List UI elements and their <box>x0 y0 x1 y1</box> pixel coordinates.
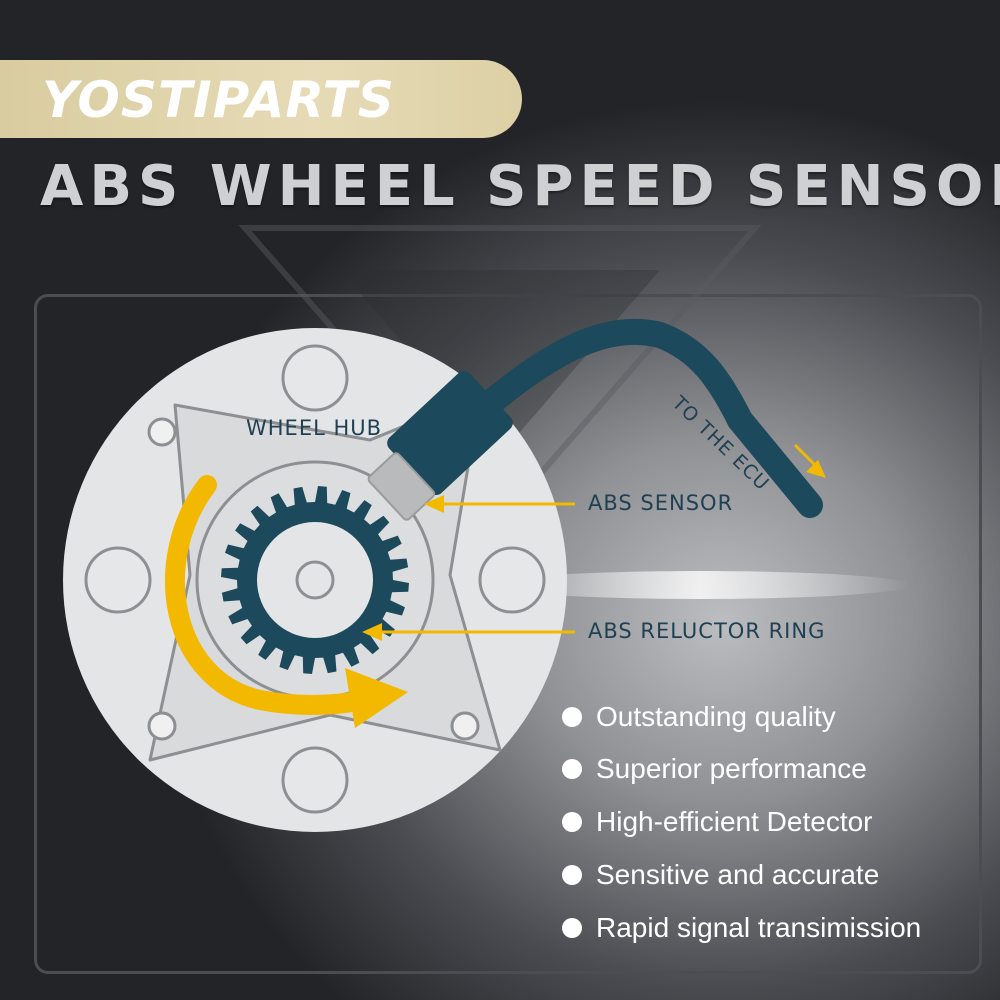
feature-item: Rapid signal transimission <box>562 908 921 948</box>
bg-triangle-inner <box>340 270 660 455</box>
feature-item: Outstanding quality <box>562 697 836 737</box>
bolt-hole-br <box>450 711 480 741</box>
feature-text: Outstanding quality <box>596 701 836 732</box>
page-title: ABS WHEEL SPEED SENSOR <box>40 154 1000 219</box>
reluctor-ring-label: ABS RELUCTOR RING <box>588 619 826 643</box>
bullet-dot-icon <box>562 706 582 727</box>
ecu-arrow-head <box>806 460 826 478</box>
lug-hole-bottom <box>281 746 349 814</box>
light-streak <box>490 571 910 599</box>
feature-text: Rapid signal transimission <box>596 912 922 943</box>
brand-name: YOSTIPARTS <box>42 71 395 129</box>
wheel-hub-label: WHEEL HUB <box>246 416 383 440</box>
lug-hole-right <box>478 546 546 614</box>
abs-sensor-tip <box>367 452 436 521</box>
feature-item: Superior performance <box>562 749 867 789</box>
axle-hole <box>295 560 335 600</box>
bullet-dot-icon <box>562 864 582 885</box>
sensor-cable <box>457 318 823 518</box>
bullet-dot-icon <box>562 917 582 938</box>
abs-sensor-label: ABS SENSOR <box>588 491 734 515</box>
bullet-dot-icon <box>562 758 582 779</box>
rotation-arrow-head <box>345 668 408 728</box>
diagram-panel <box>34 294 982 974</box>
ring-callout-arrowhead <box>362 623 382 641</box>
bolt-hole-bl <box>147 711 177 741</box>
sensor-callout-arrowhead <box>424 495 444 513</box>
feature-text: Superior performance <box>596 753 867 784</box>
reluctor-ring-inner <box>257 522 373 638</box>
brand-banner <box>0 60 522 138</box>
feature-text: High-efficient Detector <box>596 806 873 837</box>
feature-item: High-efficient Detector <box>562 802 873 842</box>
lug-hole-left <box>84 546 152 614</box>
bolt-hole-tl <box>147 417 177 447</box>
feature-text: Sensitive and accurate <box>596 859 880 890</box>
rotation-arrow-icon <box>165 475 372 715</box>
lug-hole-top <box>281 344 349 412</box>
feature-item: Sensitive and accurate <box>562 855 879 895</box>
bullet-dot-icon <box>562 811 582 832</box>
